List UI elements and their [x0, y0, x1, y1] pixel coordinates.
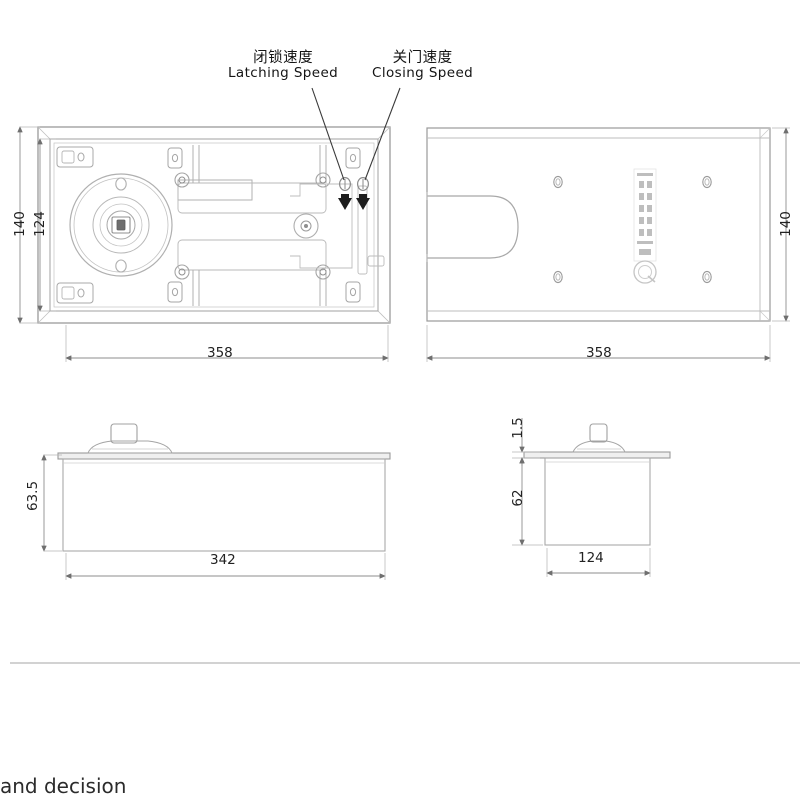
- dim-label-side-124: 124: [578, 550, 604, 566]
- callout-closing-speed-cn: 关门速度: [392, 50, 453, 66]
- view-front-elevation: [41, 423, 391, 580]
- front-spindle: [87, 423, 173, 454]
- dim-plan-124: [37, 138, 56, 312]
- piston-rack-assembly: [174, 145, 385, 306]
- speed-adjustment-valves[interactable]: [338, 177, 370, 210]
- callout-leader-lines: [311, 87, 401, 181]
- dim-label-side-1-5: 1.5: [510, 417, 526, 439]
- callout-closing-speed-en: Closing Speed: [372, 65, 474, 82]
- view-plan-cover: [426, 127, 790, 362]
- callout-latching-speed-en: Latching Speed: [228, 65, 339, 82]
- dim-side-124: [546, 548, 651, 577]
- rotor-assembly: [69, 173, 173, 277]
- closing-speed-valve[interactable]: [356, 177, 370, 210]
- view-side-elevation: [512, 418, 671, 577]
- dim-label-plan-358: 358: [207, 345, 233, 361]
- spindle-slot: [426, 192, 519, 262]
- dim-front-63-5: [41, 454, 62, 552]
- callout-closing-speed: 关门速度 Closing Speed: [372, 50, 473, 81]
- callout-latching-speed: 闭锁速度 Latching Speed: [228, 50, 338, 81]
- dim-side-62: [512, 457, 543, 546]
- callout-latching-speed-cn: 闭锁速度: [253, 50, 314, 66]
- dim-cover-140: [772, 127, 790, 322]
- dim-front-342: [65, 553, 386, 580]
- view-plan-internal: [17, 87, 401, 362]
- dim-label-plan-140: 140: [12, 211, 28, 237]
- dim-label-cover-140: 140: [778, 211, 794, 237]
- side-spindle: [572, 423, 626, 453]
- dim-label-front-342: 342: [210, 552, 236, 568]
- dim-label-plan-124: 124: [32, 211, 48, 237]
- dim-label-cover-358: 358: [586, 345, 612, 361]
- dim-label-side-62: 62: [510, 489, 526, 507]
- cover-brand-marking: [633, 168, 657, 284]
- latching-speed-valve[interactable]: [338, 177, 352, 210]
- dim-plan-358: [65, 325, 389, 362]
- dim-cover-358: [426, 325, 771, 362]
- dim-label-front-63-5: 63.5: [25, 480, 41, 512]
- footer-clipped-text: and decision: [0, 774, 127, 798]
- cover-screw-holes: [553, 175, 712, 284]
- dim-plan-140: [17, 126, 40, 324]
- mounting-brackets: [56, 146, 361, 304]
